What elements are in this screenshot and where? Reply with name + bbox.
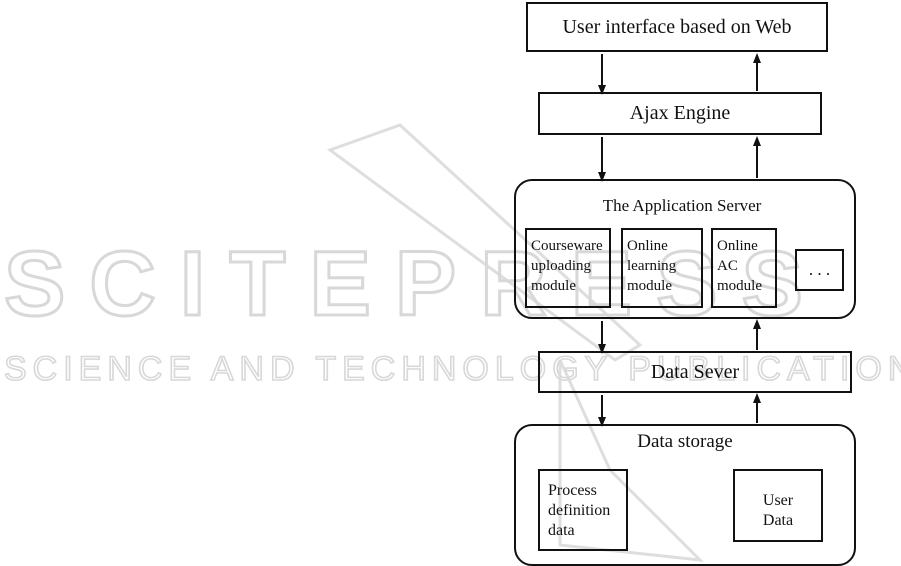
- flow-arrows: [0, 0, 901, 566]
